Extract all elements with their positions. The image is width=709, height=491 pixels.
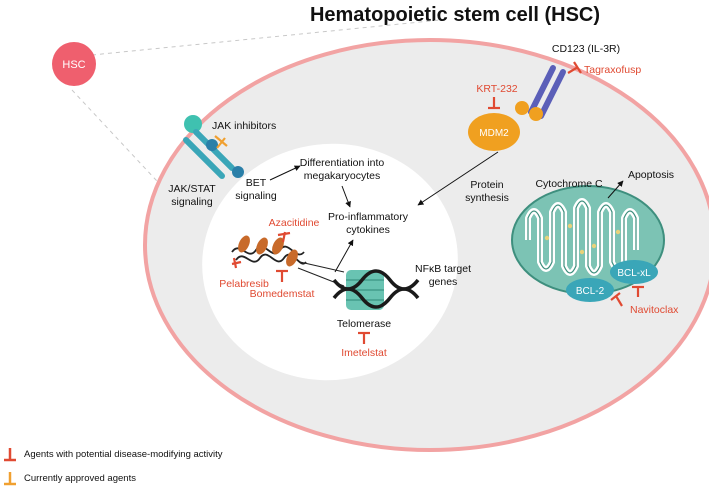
mdm2-complex: MDM2	[468, 101, 543, 151]
dna-to-cytokines-arrow	[334, 239, 354, 273]
legend: Agents with potential disease-modifying …	[4, 448, 223, 486]
differentiation-label-1: Differentiation into	[300, 157, 385, 169]
mdm2-label: MDM2	[479, 128, 509, 139]
krt232-inhibitor-icon	[488, 97, 500, 110]
telomerase-label: Telomerase	[337, 318, 391, 330]
zoom-line-top	[91, 19, 441, 56]
nucleus	[202, 143, 458, 381]
zoom-line-bottom	[71, 89, 241, 271]
bcl-xl-label: BCL-xL	[617, 268, 651, 279]
protein-synthesis-label-1: Protein	[470, 179, 503, 191]
krt232-label: KRT-232	[476, 83, 517, 95]
legend-label-disease-modifying: Agents with potential disease-modifying …	[24, 449, 223, 460]
navitoclax-label: Navitoclax	[630, 304, 679, 316]
jak-inhibitors-label: JAK inhibitors	[212, 120, 276, 132]
legend-label-approved: Currently approved agents	[24, 473, 136, 484]
apoptosis-label: Apoptosis	[628, 169, 674, 181]
bcl-xl-protein: BCL-xL	[610, 260, 658, 284]
jak-stat-label-2: signaling	[171, 196, 213, 208]
bcl-2-label: BCL-2	[576, 286, 605, 297]
legend-item-disease-modifying: Agents with potential disease-modifying …	[4, 448, 223, 462]
cytochrome-c-label: Cytochrome C	[535, 178, 603, 190]
cd123-receptor	[528, 65, 566, 119]
jak-stat-receptor	[183, 115, 244, 179]
tagraxofusp-label: Tagraxofusp	[584, 64, 641, 76]
cytochrome-to-apoptosis-arrow	[607, 180, 624, 199]
mdm2-to-cytokines-arrow	[417, 151, 499, 206]
navitoclax-inhibitor-icons	[610, 285, 644, 307]
nfkb-label-1: NFκB target	[415, 263, 471, 275]
jak-inhibitor-icon	[214, 135, 228, 149]
bet-to-diff-arrow	[269, 165, 301, 181]
protein-synthesis-label-2: synthesis	[465, 192, 509, 204]
hsc-badge-label: HSC	[62, 59, 85, 71]
bet-label-2: signaling	[235, 190, 277, 202]
tagraxofusp-inhibitor-icon	[567, 61, 582, 74]
telomerase-dna-icon	[332, 269, 420, 310]
differentiation-label-2: megakaryocytes	[304, 170, 380, 182]
azacitidine-label: Azacitidine	[269, 217, 320, 229]
azacitidine-inhibitor-icon	[277, 231, 291, 243]
bcl-2-protein: BCL-2	[566, 278, 614, 302]
legend-item-approved: Currently approved agents	[4, 472, 136, 486]
bet-label-1: BET	[246, 177, 267, 189]
bomedemstat-label: Bomedemstat	[250, 288, 315, 300]
nfkb-label-2: genes	[429, 276, 458, 288]
imetelstat-label: Imetelstat	[341, 347, 387, 359]
pelabresib-label: Pelabresib	[219, 278, 269, 290]
chromatin-icon	[231, 235, 345, 287]
diff-to-cytokines-arrow	[341, 185, 351, 208]
jak-stat-label-1: JAK/STAT	[168, 183, 216, 195]
page-title: Hematopoietic stem cell (HSC)	[310, 4, 600, 26]
pelabresib-inhibitor-icon	[231, 257, 242, 269]
bomedemstat-inhibitor-icon	[276, 269, 288, 282]
proinflammatory-label-2: cytokines	[346, 224, 390, 236]
proinflammatory-label-1: Pro-inflammatory	[328, 211, 409, 223]
cd123-label: CD123 (IL-3R)	[552, 43, 620, 55]
imetelstat-inhibitor-icon	[358, 331, 370, 344]
hsc-badge: HSC	[52, 42, 96, 86]
